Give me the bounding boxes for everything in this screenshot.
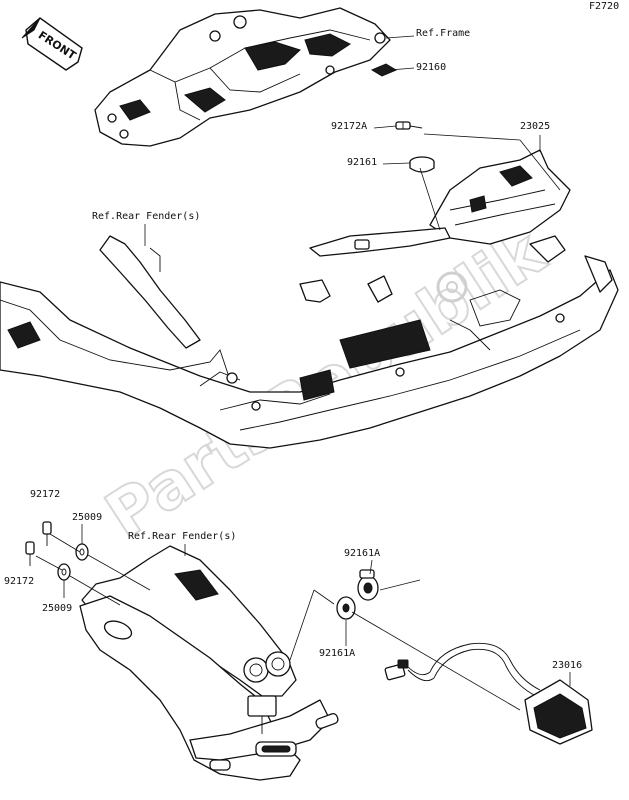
label-23025: 23025 — [520, 121, 551, 132]
label-92172A: 92172A — [331, 121, 368, 132]
label-92161A-bottom: 92161A — [319, 648, 356, 659]
label-ref-rear-fender-bottom: Ref.Rear Fender(s) — [128, 531, 237, 542]
label-92161A-top: 92161A — [344, 548, 381, 559]
grommet-92161 — [409, 156, 435, 173]
bracket-23025 — [309, 149, 571, 257]
grommet-92161A-lower — [336, 596, 356, 620]
label-ref-frame: Ref.Frame — [416, 28, 471, 39]
label-92172-bottom: 92172 — [4, 576, 35, 587]
label-92160: 92160 — [416, 62, 447, 73]
label-25009-top: 25009 — [72, 512, 103, 523]
screw-92172A — [395, 121, 423, 130]
license-light-23016 — [384, 642, 593, 745]
watermark-gear-icon — [436, 271, 468, 303]
rear-fender-small-part — [79, 545, 339, 781]
bolt-92172-upper — [42, 521, 52, 546]
figure-code: F2720 — [589, 1, 620, 12]
label-23016: 23016 — [552, 660, 583, 671]
washer-25009-lower — [57, 563, 71, 581]
washer-25009-upper — [75, 543, 89, 561]
label-92161: 92161 — [347, 157, 378, 168]
bolt-92172-lower — [25, 541, 35, 566]
label-ref-rear-fender-top: Ref.Rear Fender(s) — [92, 211, 201, 222]
frame-reference-part — [94, 7, 391, 147]
grommet-92161A-upper — [357, 569, 379, 601]
clip-92160 — [370, 63, 398, 77]
leader-lines — [35, 35, 571, 711]
label-25009-bottom: 25009 — [42, 603, 73, 614]
rear-fender-reference-part — [0, 235, 619, 449]
front-arrow-icon — [21, 17, 83, 71]
label-92172-top: 92172 — [30, 489, 61, 500]
